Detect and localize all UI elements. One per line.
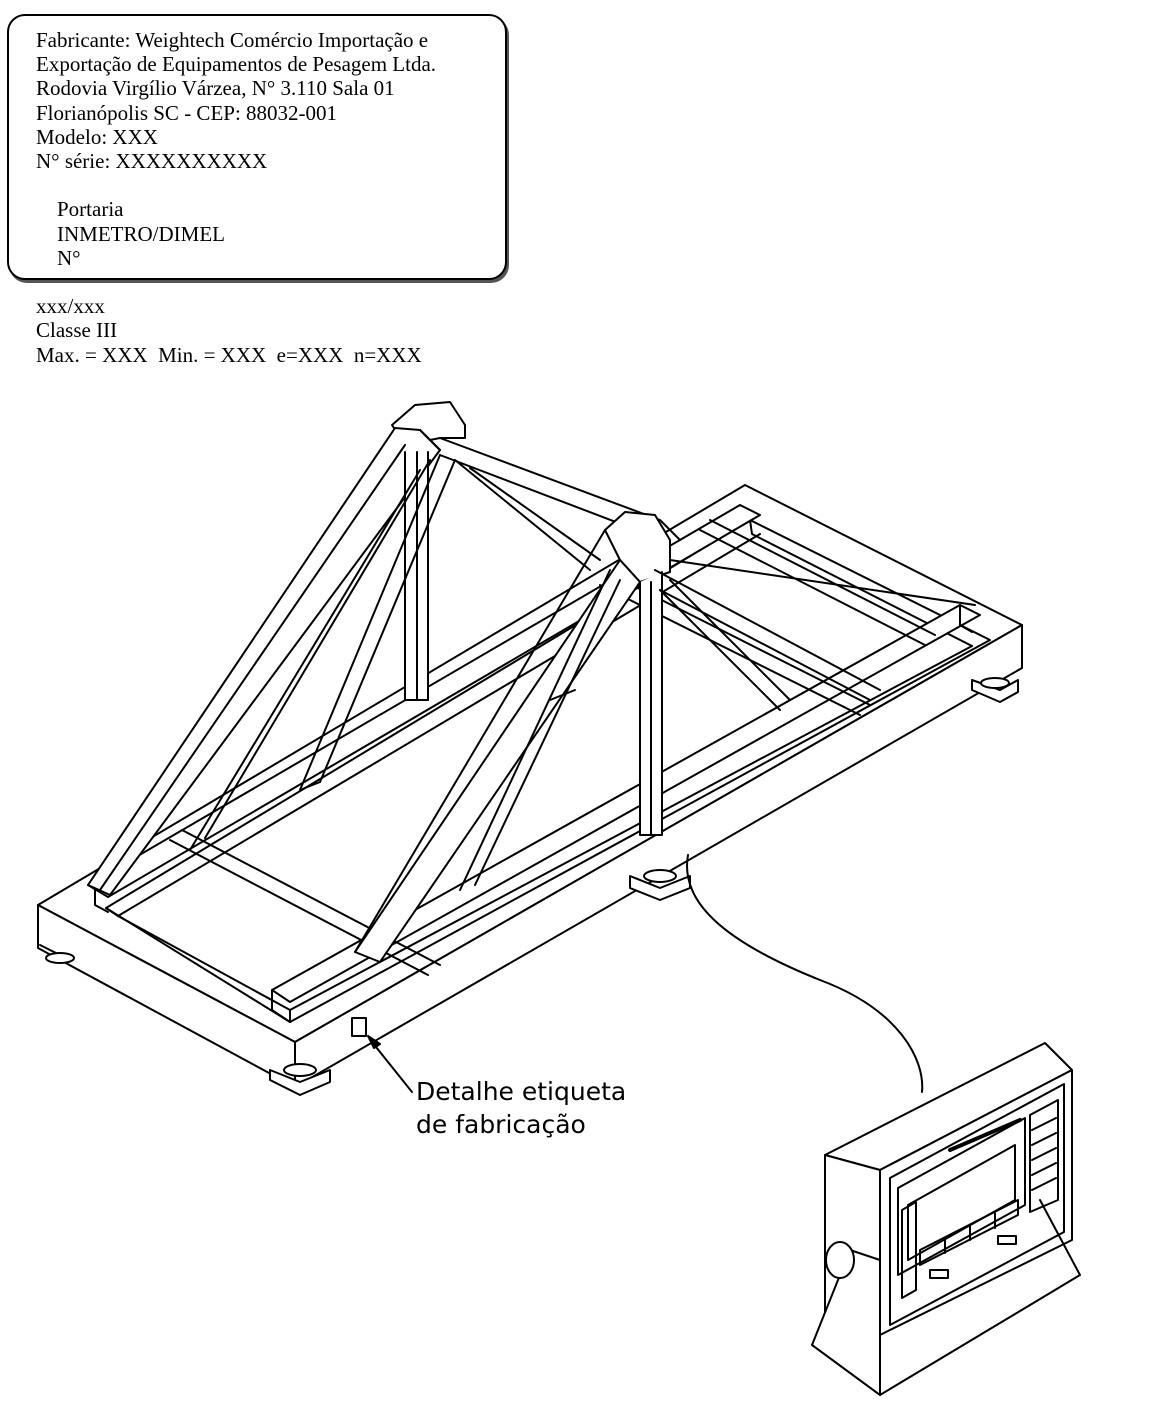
right-truss: [354, 511, 976, 963]
callout-label: Detalhe etiqueta de fabricação: [416, 1075, 626, 1141]
nameplate-class: Classe III: [36, 318, 118, 343]
left-truss: [87, 401, 681, 896]
nameplate-text: Fabricante: Weightech Comércio Importaçã…: [36, 28, 436, 367]
platform-feet: [39, 677, 1019, 1096]
nameplate-serial: N° série: XXXXXXXXXX: [36, 149, 268, 174]
nameplate-portaria-number: xxx/xxx: [36, 294, 105, 319]
nameplate-portaria: Portaria INMETRO/DIMEL N°: [36, 173, 420, 294]
callout-line1: Detalhe etiqueta: [416, 1077, 627, 1106]
nameplate-portaria-label: Portaria: [57, 197, 124, 222]
nameplate-portaria-org: INMETRO/DIMEL: [57, 221, 225, 246]
nameplate-model: Modelo: XXX: [36, 124, 158, 149]
cable: [686, 854, 924, 1093]
nameplate-manufacturer: Fabricante: Weightech Comércio Importaçã…: [36, 28, 429, 52]
nameplate-capacity: Max. = XXX Min. = XXX e=XXX n=XXX: [36, 342, 422, 367]
nameplate-city: Florianópolis SC - CEP: 88032-001: [36, 100, 338, 125]
callout-line2: de fabricação: [416, 1110, 586, 1139]
nameplate-portaria-no: N°: [57, 245, 81, 270]
nameplate-detail: [351, 1017, 413, 1093]
nameplate-company: Exportação de Equipamentos de Pesagem Lt…: [36, 52, 437, 77]
weight-indicator: [811, 1042, 1081, 1396]
nameplate-address: Rodovia Virgílio Várzea, N° 3.110 Sala 0…: [36, 76, 395, 101]
platform-frame: [37, 484, 1023, 1088]
nameplate-box: [7, 14, 507, 280]
